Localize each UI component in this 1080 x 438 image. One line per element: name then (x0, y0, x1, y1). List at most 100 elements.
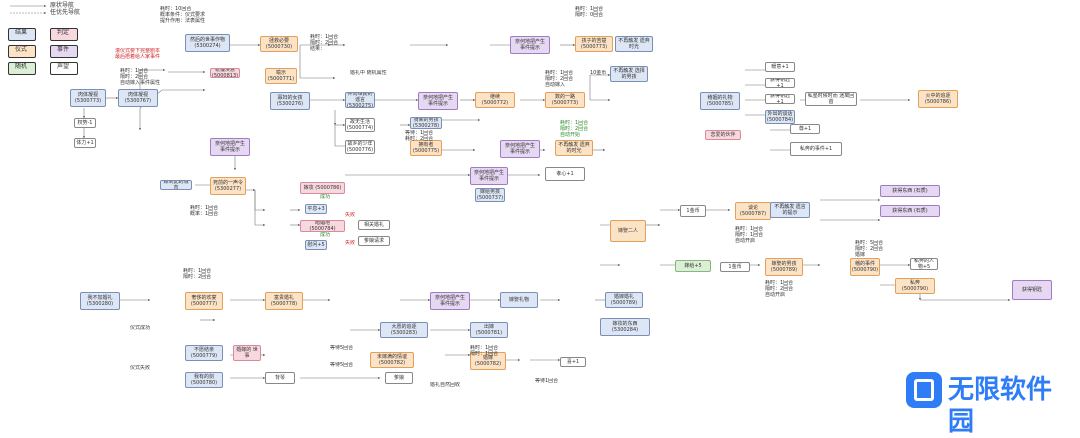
node-wedding-wedding: 婚嫁婚礼 (5000789) (605, 292, 643, 308)
node-lavish-feast: 奢侈的欢宴 (5000777) (185, 292, 223, 310)
node-no-trigger-2: 不再触发 选择的男孩 (610, 66, 648, 82)
node-parents-request: 爹娘请求 (358, 236, 390, 246)
node-elope-event: 私奔的事件+1 (790, 142, 842, 156)
node-wedding-gift: 嫁娶礼物 (500, 292, 538, 308)
note-fail-1: 失败 (345, 212, 356, 218)
node-stamina-plus: 体力+1 (74, 138, 96, 148)
note-auto-recycle: 婚礼自然回收 (430, 382, 461, 388)
note-ritual-script: 滚仪式要下完整剧本 最后捂着给人家事件 (115, 48, 161, 60)
node-respect-plus: 尊+1 (790, 124, 820, 134)
legend-swatch-result (8, 28, 36, 41)
note-wedding-random: 婚礼中 随机属性 (350, 70, 387, 76)
node-count-road: 数的一路 (5000773) (545, 92, 585, 108)
note-ten-coins: 10金币 (590, 70, 607, 76)
node-no-wedding: 我不加婚礼 (5300280) (80, 292, 120, 310)
node-obtain-key: 获得钥匙 (1012, 280, 1052, 300)
node-discuss: 谈论 (5000787) (735, 202, 771, 220)
node-parents: 爹娘 (385, 372, 413, 384)
node-rider-boy: 骑乘的男孩 (5300278) (410, 117, 442, 129)
node-key-plus-a: 获得钥匙+1 (765, 78, 795, 88)
node-worldly-crops: 然后的世事作物 (5300274) (185, 34, 230, 52)
legend-label-result: 结果 (14, 29, 27, 36)
node-no-trigger-3: 不再触发 遗弃的时光 (555, 140, 593, 156)
node-hometown-boy: 故乡的少年 (5000776) (345, 140, 375, 154)
legend-swatch-check (50, 28, 78, 41)
node-calm-plus: 平息+3 (305, 204, 327, 214)
node-power-minus: 权势-1 (74, 118, 96, 128)
legend-swatch-random (8, 62, 36, 75)
node-private-school: 私塾时候时而 迷离回首 (805, 92, 857, 106)
note-time-11: 耗时：1回合 隔时：1回合 (470, 345, 499, 357)
node-event-hint-1: 奈何地把产生 事件提示 (510, 36, 550, 54)
legend-swatch-reputation (50, 62, 78, 75)
node-comfort-plus: 慰问+5 (305, 240, 327, 250)
note-time-10: 耗时：1回合 隔时：2回合 (183, 268, 212, 280)
note-time-1: 耗时：10回合 概率条件：仪式要求 提升作用：法表属性 (160, 6, 206, 24)
node-my-sword: 我有的剑 (5000780) (185, 372, 223, 388)
node-married-boy-b: 嫁娶的男孩 (5000789) (765, 258, 803, 276)
note-success-2: 成功 (320, 232, 331, 238)
node-outing-talk: 外出的谈话 (5000784) (765, 110, 795, 124)
node-unwilling: 不愿结亲 (5000779) (185, 345, 223, 361)
node-one-coin-b: 1金币 (720, 262, 750, 272)
note-fail-2: 失败 (345, 240, 356, 246)
note-time-2: 耗时：1回合 隔时：2回合 自动嫁入事件属性 (120, 68, 161, 86)
note-wait-5b: 等待5回合 (330, 362, 354, 368)
node-refugee-rumor: 奔向难民的谣言 (5300275) (345, 92, 375, 108)
note-wait-time: 等待：1回合 耗时：2回合 (405, 130, 434, 142)
node-rescue: 拯救必要 (5000730) (260, 36, 298, 52)
node-marry-plus-5: 嫁给+5 (675, 260, 711, 272)
node-elope: 私奔 (5000790) (895, 278, 935, 294)
node-body-gaze-a: 肉体凝视 (5300773) (70, 89, 106, 107)
node-dowry-things: 嫁妆的东西 (5300284) (600, 318, 650, 336)
node-event-hint-5: 奈何地把产生 事件提示 (470, 167, 508, 185)
node-continue: 继续 (5000772) (475, 92, 515, 108)
node-filial-plus: 孝心+1 (545, 167, 585, 181)
node-marriage-b: 婚嫁 (5000782) (470, 352, 506, 370)
node-rich-wedding: 富贵婚礼 (5000778) (265, 292, 303, 310)
note-success-1: 成功 (320, 194, 331, 200)
node-marry-to: 嫁娶二人 (610, 220, 646, 242)
node-child-suffering: 孩子的苦楚 (5000773) (575, 36, 613, 52)
node-dying-order: 死前的一声令 (5300277) (210, 177, 246, 195)
node-old-years: 故无生活 (5000774) (345, 118, 375, 132)
legend-label-random: 随机 (14, 63, 27, 70)
node-key-plus-b: 获得钥匙+1 (765, 94, 795, 104)
note-time-6: 耗时：1回合 概率：1回合 (190, 205, 219, 217)
node-dark-place: 暗娼地 (5000784) (300, 220, 345, 232)
legend-label-event: 事件 (56, 46, 69, 53)
node-great-wish: 大愿的追逐 (5300283) (380, 322, 428, 338)
note-time-9: 耗时：1回合 隔时：2回合 自动开启 (765, 280, 794, 298)
watermark-logo: 无限软件园 (906, 372, 1076, 437)
node-back-lute: 背琴 (265, 372, 295, 384)
legend-arrow-label-2: 任优先导航 (50, 9, 81, 16)
node-marriage-world: 婚嫁的 世事 (233, 345, 261, 361)
node-married-boy: 嫁给男孩 (5000737) (475, 188, 505, 202)
node-unfulfilled: 未嫁满的情谊 (5000782) (370, 352, 414, 368)
node-event-hint-4: 奈何地把产生 事件提示 (210, 138, 250, 156)
node-married-city: 嫁到此的城市 (160, 180, 192, 190)
note-ritual-success: 仪式成功 (130, 325, 151, 331)
node-one-coin: 1金币 (680, 205, 706, 217)
node-event-hint-3: 奈何地把产生 事件提示 (500, 140, 540, 158)
node-body-gaze-b: 肉体凝视 (5300767) (118, 89, 158, 107)
node-event-hint-2: 奈何地把产生 事件提示 (418, 92, 458, 110)
note-time-7: 耗时：1回合 隔时：1回合 自动开启 (735, 226, 764, 244)
legend-label-reputation: 声望 (56, 63, 69, 70)
node-warmth-plus: 暖意+1 (765, 62, 795, 72)
legend-arrow-label-1: 原状导航 (50, 2, 75, 9)
node-dowry: 嫁妆 (5000786) (300, 182, 345, 194)
note-time-8: 耗时：5回合 隔时：2回合 婚嫁 (855, 240, 884, 258)
node-love-partner: 恋爱的伙伴 (705, 130, 741, 140)
node-widow-girl: 寡妇的女孩 (5300276) (270, 92, 310, 110)
legend-swatch-event (50, 45, 78, 58)
node-marriage-gift: 稽姻的礼物 (5000785) (700, 92, 740, 110)
note-time-3: 耗时：1回合 隔时：2回合 结果： (310, 34, 339, 52)
node-wedding-related: 相关婚礼 (358, 220, 390, 230)
node-joy-plus: 喜+1 (560, 357, 586, 367)
node-private-plus: 私奔的人物+5 (910, 258, 938, 270)
node-fire-chase: 火中的追逐 (5000786) (918, 90, 958, 108)
note-time-5: 耗时：1回合 隔时：2回合 自动嫁入 (545, 70, 574, 88)
note-wait-1: 等待1回合 (535, 378, 559, 384)
node-no-trigger-1: 不再触发 遗弃时光 (615, 36, 653, 52)
